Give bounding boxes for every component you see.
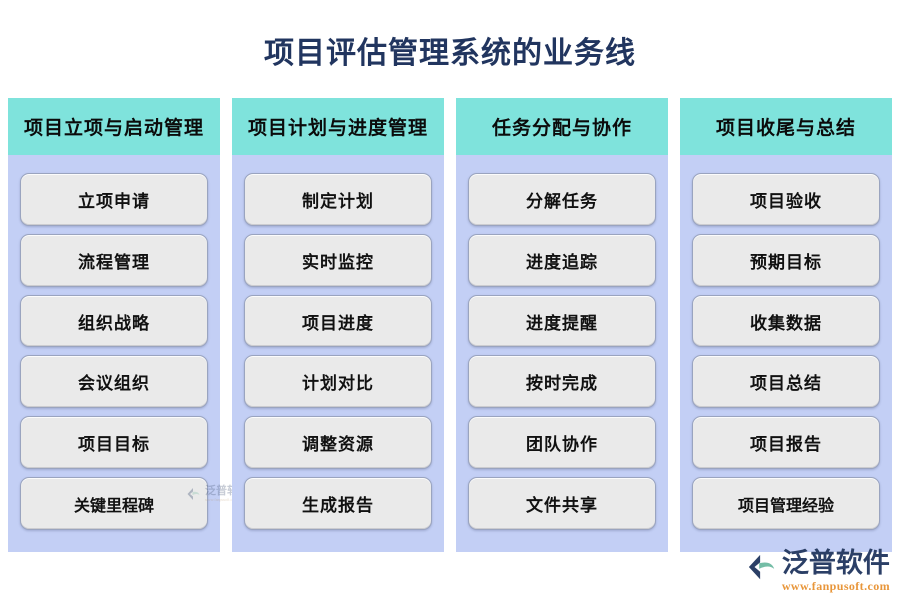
column-project-closure: 项目收尾与总结 项目验收 预期目标 收集数据 项目总结 项目报告 项目管理经验	[680, 98, 892, 552]
item-box[interactable]: 预期目标	[692, 233, 880, 287]
brand-logo: 泛普软件 www.fanpusoft.com	[747, 550, 890, 592]
item-box[interactable]: 团队协作	[468, 416, 656, 470]
column-body: 分解任务 进度追踪 进度提醒 按时完成 团队协作 文件共享	[456, 155, 668, 552]
item-box[interactable]: 进度提醒	[468, 294, 656, 348]
column-header: 项目收尾与总结	[680, 98, 892, 155]
item-box[interactable]: 项目验收	[692, 173, 880, 226]
item-box[interactable]: 流程管理	[20, 233, 208, 287]
item-box[interactable]: 项目总结	[692, 355, 880, 409]
brand-name: 泛普软件	[781, 548, 890, 578]
item-box[interactable]: 进度追踪	[468, 233, 656, 287]
item-box[interactable]: 计划对比	[244, 355, 432, 409]
item-box[interactable]: 关键里程碑	[20, 477, 208, 530]
fanpu-logo-icon	[748, 554, 775, 580]
item-box[interactable]: 项目管理经验	[692, 477, 880, 530]
item-box[interactable]: 按时完成	[468, 355, 656, 409]
column-task-assignment: 任务分配与协作 分解任务 进度追踪 进度提醒 按时完成 团队协作 文件共享	[456, 98, 668, 552]
item-box[interactable]: 项目进度	[244, 294, 432, 348]
column-project-initiation: 项目立项与启动管理 立项申请 流程管理 组织战略 会议组织 项目目标 关键里程碑…	[8, 98, 249, 552]
business-line-columns: 项目立项与启动管理 立项申请 流程管理 组织战略 会议组织 项目目标 关键里程碑…	[8, 98, 892, 552]
item-box[interactable]: 会议组织	[20, 355, 208, 409]
item-box[interactable]: 实时监控	[244, 233, 432, 287]
brand-text: 泛普软件 www.fanpusoft.com	[781, 548, 890, 593]
column-header: 项目计划与进度管理	[232, 98, 444, 155]
item-box[interactable]: 分解任务	[468, 173, 656, 226]
item-box[interactable]: 项目报告	[692, 416, 880, 470]
brand-url: www.fanpusoft.com	[781, 579, 890, 593]
item-box[interactable]: 收集数据	[692, 294, 880, 348]
item-box[interactable]: 调整资源	[244, 416, 432, 470]
item-box[interactable]: 文件共享	[468, 477, 656, 530]
column-body: 项目验收 预期目标 收集数据 项目总结 项目报告 项目管理经验	[680, 155, 892, 552]
column-header: 任务分配与协作	[456, 98, 668, 155]
item-box[interactable]: 立项申请	[20, 173, 208, 226]
column-header: 项目立项与启动管理	[8, 98, 220, 155]
item-box[interactable]: 制定计划	[244, 173, 432, 226]
item-box[interactable]: 项目目标	[20, 416, 208, 470]
item-box[interactable]: 生成报告	[244, 477, 432, 530]
item-box[interactable]: 组织战略	[20, 294, 208, 348]
column-body: 制定计划 实时监控 项目进度 计划对比 调整资源 生成报告	[232, 155, 444, 552]
column-body: 立项申请 流程管理 组织战略 会议组织 项目目标 关键里程碑 泛普软件 www.…	[8, 155, 249, 552]
page-title: 项目评估管理系统的业务线	[264, 37, 636, 70]
column-project-plan: 项目计划与进度管理 制定计划 实时监控 项目进度 计划对比 调整资源 生成报告	[232, 98, 444, 552]
